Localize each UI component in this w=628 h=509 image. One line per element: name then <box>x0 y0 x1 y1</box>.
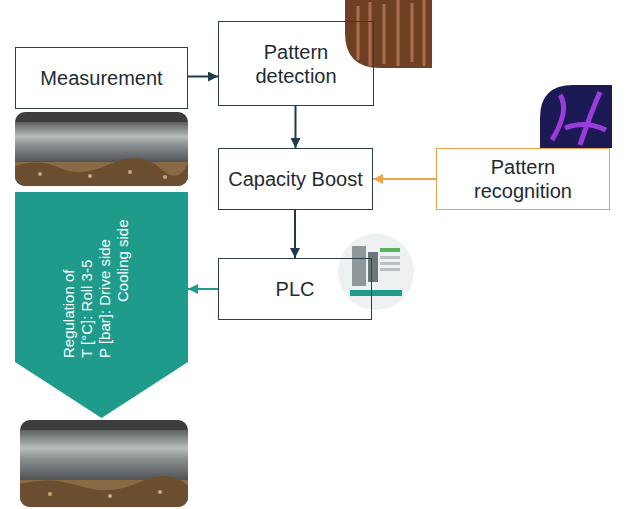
arrow-fill <box>15 192 188 418</box>
node-text: T [°C]: Roll 3-5 <box>78 198 96 358</box>
output-arrow: Regulation ofT [°C]: Roll 3-5P [bar]: Dr… <box>15 192 188 418</box>
text-holder: PLC <box>276 277 315 301</box>
texture-icon <box>540 85 612 148</box>
process-box: Measurement <box>15 47 188 109</box>
roll-photo <box>20 420 188 507</box>
rotated-text: Regulation ofT [°C]: Roll 3-5P [bar]: Dr… <box>60 198 132 358</box>
node-text: Measurement <box>40 66 162 90</box>
flow-arrow <box>188 288 218 290</box>
process-box: Capacity Boost <box>218 148 373 210</box>
text-holder: Capacity Boost <box>228 167 363 191</box>
screen-icon <box>338 234 414 310</box>
node-text: Regulation of <box>60 198 78 358</box>
text-holder: Pattern detection <box>227 40 365 88</box>
node-text: P [bar]: Drive side Cooling side <box>96 198 132 358</box>
roll-photo <box>15 112 188 186</box>
process-box: PLC <box>218 258 372 320</box>
process-box: Pattern detection <box>218 21 374 106</box>
text-holder: Measurement <box>40 66 162 90</box>
flow-arrow <box>295 106 297 148</box>
text-holder: Pattern recognition <box>445 155 601 203</box>
node-text: Capacity Boost <box>228 167 363 191</box>
flow-arrow <box>294 210 296 258</box>
node-text: Pattern detection <box>227 40 365 88</box>
input-box: Pattern recognition <box>436 148 610 210</box>
node-text: PLC <box>276 277 315 301</box>
flow-arrow <box>373 178 436 180</box>
texture-icon <box>345 0 432 68</box>
node-text: Pattern recognition <box>445 155 601 203</box>
flow-arrow <box>188 76 218 78</box>
